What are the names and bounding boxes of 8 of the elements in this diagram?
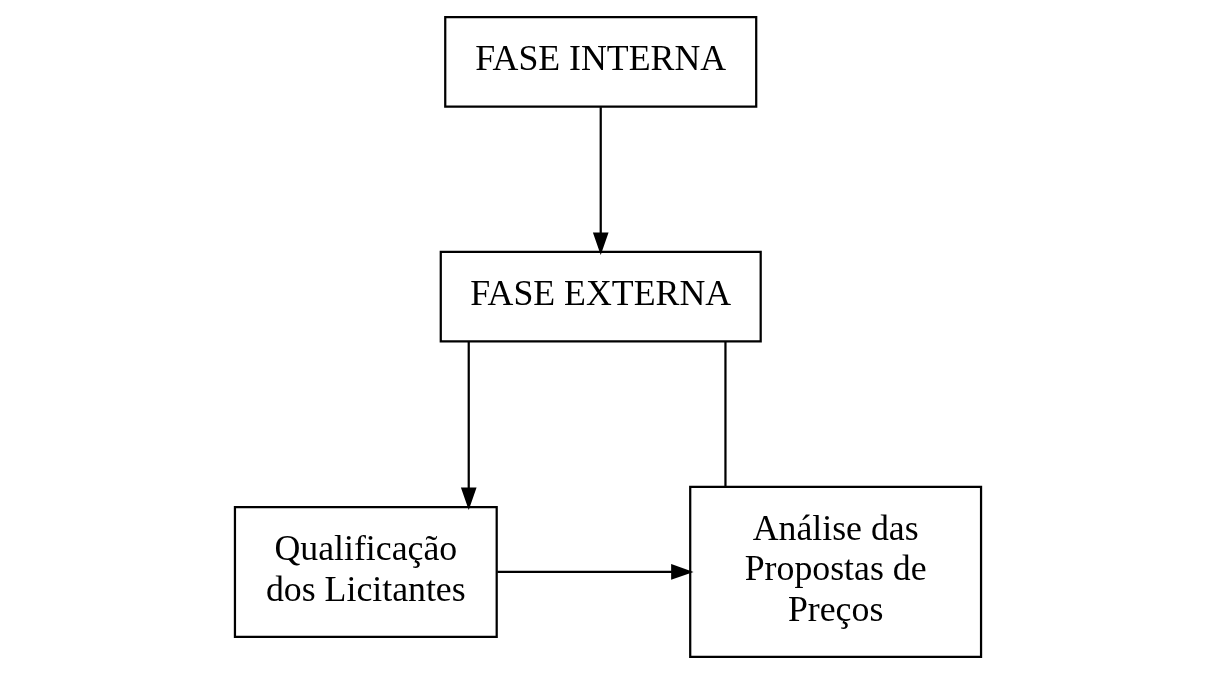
arrow [592, 107, 609, 255]
connector [723, 341, 727, 486]
node-box: FASE EXTERNA [439, 250, 762, 343]
arrow [496, 564, 694, 580]
arrow [460, 341, 477, 510]
node-box: Análise das Propostas de Preços [688, 485, 982, 659]
node-box: Qualificação dos Licitantes [233, 505, 498, 638]
node-box: FASE INTERNA [443, 15, 757, 108]
